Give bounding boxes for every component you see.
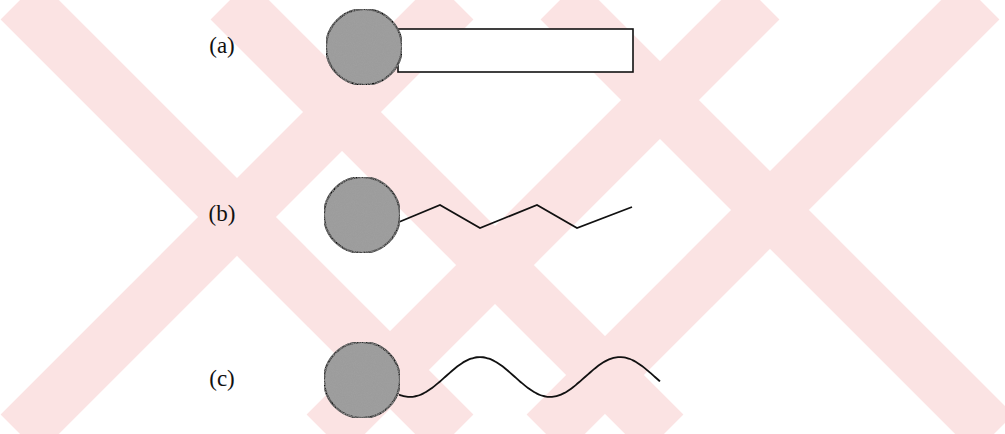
panel-label: (a): [209, 33, 235, 58]
panel-label: (c): [209, 366, 235, 391]
head-group: [324, 177, 400, 253]
watermark-bands: [20, 0, 994, 434]
watermark-band: [20, 0, 454, 434]
head-group: [326, 9, 402, 85]
panel-label: (a): [209, 33, 235, 58]
panel-label: (b): [209, 201, 236, 226]
rod-tail: [398, 29, 633, 72]
panel-label: (b): [209, 201, 236, 226]
wavy-tail: [399, 357, 660, 397]
watermark-band: [20, 0, 454, 434]
zigzag-tail: [399, 205, 632, 228]
head-group: [324, 342, 400, 418]
panel-label: (c): [209, 366, 235, 391]
